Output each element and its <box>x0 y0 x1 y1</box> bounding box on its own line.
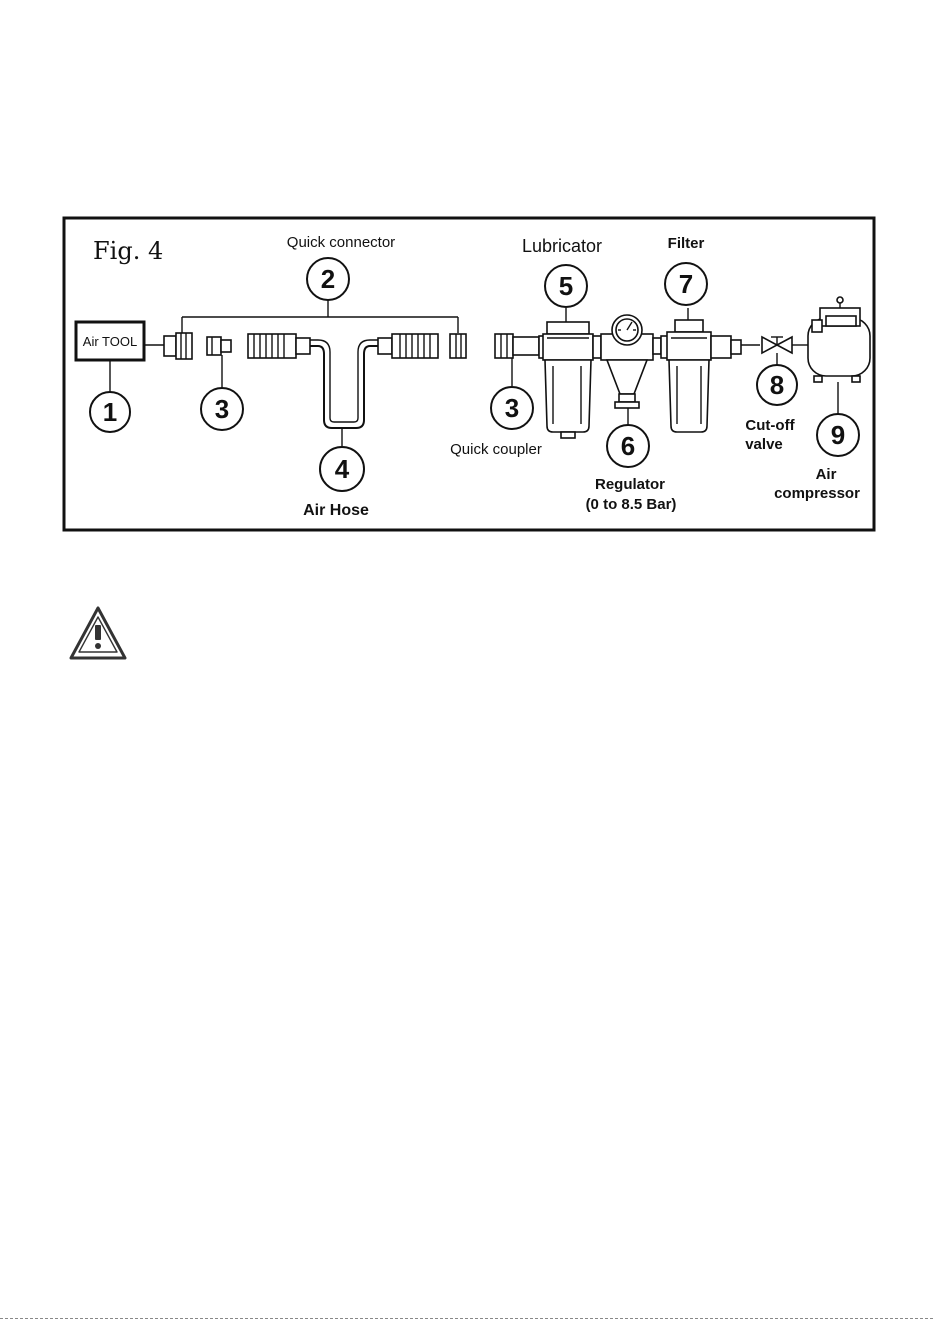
quick-coupler-icon <box>495 334 539 358</box>
svg-text:7: 7 <box>679 269 693 299</box>
label-lubricator: Lubricator <box>522 236 602 256</box>
svg-text:1: 1 <box>103 397 117 427</box>
label-regulator: Regulator <box>595 476 665 493</box>
label-quick-coupler: Quick coupler <box>450 441 542 458</box>
svg-text:5: 5 <box>559 271 573 301</box>
page-bottom-rule <box>0 1318 933 1319</box>
tool-fitting-icon <box>164 333 192 359</box>
air-tool-label: Air TOOL <box>83 334 137 349</box>
svg-text:6: 6 <box>621 431 635 461</box>
svg-text:4: 4 <box>335 454 350 484</box>
label-air-compressor-line1: Air <box>816 466 837 483</box>
svg-text:2: 2 <box>321 264 335 294</box>
quick-connector-right-icon <box>450 334 466 358</box>
coupler-nipple-icon <box>207 337 231 355</box>
label-filter: Filter <box>668 235 705 252</box>
label-regulator-range: (0 to 8.5 Bar) <box>586 496 677 513</box>
label-air-hose: Air Hose <box>303 502 369 519</box>
hose-coupling-left-icon <box>248 334 310 358</box>
label-quick-connector: Quick connector <box>287 234 395 251</box>
figure-title: Fig. 4 <box>93 237 163 265</box>
svg-text:3: 3 <box>215 394 229 424</box>
figure-frame <box>64 218 874 530</box>
warning-triangle-icon <box>71 608 125 658</box>
label-air-compressor-line2: compressor <box>774 485 860 502</box>
svg-text:9: 9 <box>831 420 845 450</box>
svg-text:3: 3 <box>505 393 519 423</box>
label-cutoff-valve-line1: Cut-off <box>745 417 795 434</box>
hose-coupling-right-icon <box>378 334 438 358</box>
label-cutoff-valve-line2: valve <box>745 436 783 453</box>
svg-text:8: 8 <box>770 370 784 400</box>
